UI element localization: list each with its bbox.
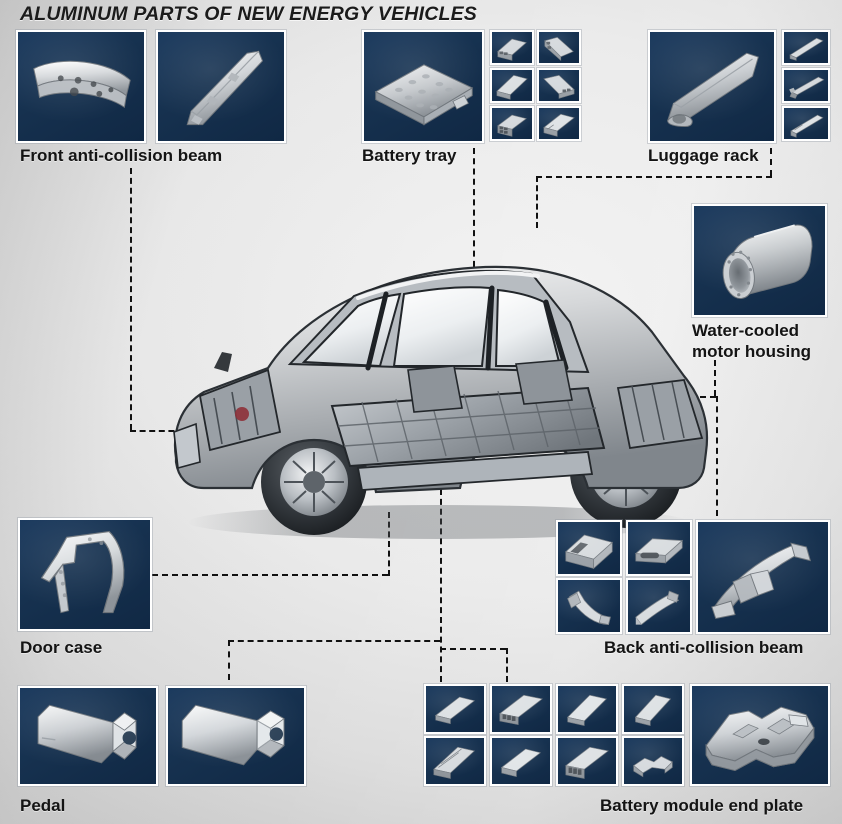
- connector-luggage-rack-horizontal: [536, 176, 772, 178]
- card-end-plate-4[interactable]: [622, 684, 684, 734]
- card-rear-beam-curved-1[interactable]: [556, 578, 622, 634]
- card-end-plate-large[interactable]: [690, 684, 830, 786]
- card-end-plate-3[interactable]: [556, 684, 618, 734]
- connector-pedal-horizontal: [228, 640, 440, 642]
- connector-pedal-vertical: [228, 640, 230, 680]
- card-extrusion-profile-2[interactable]: [537, 30, 581, 65]
- card-battery-tray-assembly[interactable]: [362, 30, 484, 143]
- label-water-cooled-motor-housing: Water-cooled motor housing: [692, 321, 811, 361]
- card-rear-beam-flat-tube[interactable]: [626, 520, 692, 576]
- card-end-plate-6[interactable]: [490, 736, 552, 786]
- card-extrusion-profile-6[interactable]: [537, 106, 581, 141]
- card-roof-rail-bar[interactable]: [648, 30, 776, 143]
- connector-end-plate-drop: [506, 648, 508, 682]
- card-rear-bumper-assembly[interactable]: [696, 520, 830, 634]
- card-extrusion-profile-4[interactable]: [537, 68, 581, 103]
- card-roof-rail-profile-2[interactable]: [782, 68, 830, 103]
- card-door-frame-casting[interactable]: [18, 518, 152, 631]
- card-end-plate-7[interactable]: [556, 736, 618, 786]
- card-end-plate-2[interactable]: [490, 684, 552, 734]
- connector-door-case-horizontal: [152, 574, 388, 576]
- card-rear-beam-curved-2[interactable]: [626, 578, 692, 634]
- card-extrusion-profile-5[interactable]: [490, 106, 534, 141]
- card-roof-rail-profile-3[interactable]: [782, 106, 830, 141]
- card-pedal-hex-tube-2[interactable]: [166, 686, 306, 786]
- label-back-anti-collision-beam: Back anti-collision beam: [604, 638, 804, 657]
- label-door-case: Door case: [20, 638, 103, 657]
- label-luggage-rack: Luggage rack: [648, 146, 759, 165]
- card-end-plate-8[interactable]: [622, 736, 684, 786]
- card-end-plate-1[interactable]: [424, 684, 486, 734]
- card-roof-rail-profile-1[interactable]: [782, 30, 830, 65]
- card-straight-crash-rail[interactable]: [156, 30, 286, 143]
- card-rear-beam-square-tube[interactable]: [556, 520, 622, 576]
- card-end-plate-5[interactable]: [424, 736, 486, 786]
- card-motor-housing-tube[interactable]: [692, 204, 827, 317]
- card-extrusion-profile-3[interactable]: [490, 68, 534, 103]
- label-battery-tray: Battery tray: [362, 146, 457, 165]
- card-curved-bumper-beam[interactable]: [16, 30, 146, 143]
- connector-end-plate-horizontal: [440, 648, 506, 650]
- connector-luggage-rack-vertical: [770, 148, 772, 176]
- vehicle-cutaway-illustration: [118, 200, 738, 545]
- label-pedal: Pedal: [20, 796, 66, 815]
- label-front-anti-collision-beam: Front anti-collision beam: [20, 146, 223, 165]
- card-extrusion-profile-1[interactable]: [490, 30, 534, 65]
- card-pedal-hex-tube-1[interactable]: [18, 686, 158, 786]
- label-battery-module-end-plate: Battery module end plate: [600, 796, 804, 815]
- page-title: ALUMINUM PARTS OF NEW ENERGY VEHICLES: [20, 3, 478, 25]
